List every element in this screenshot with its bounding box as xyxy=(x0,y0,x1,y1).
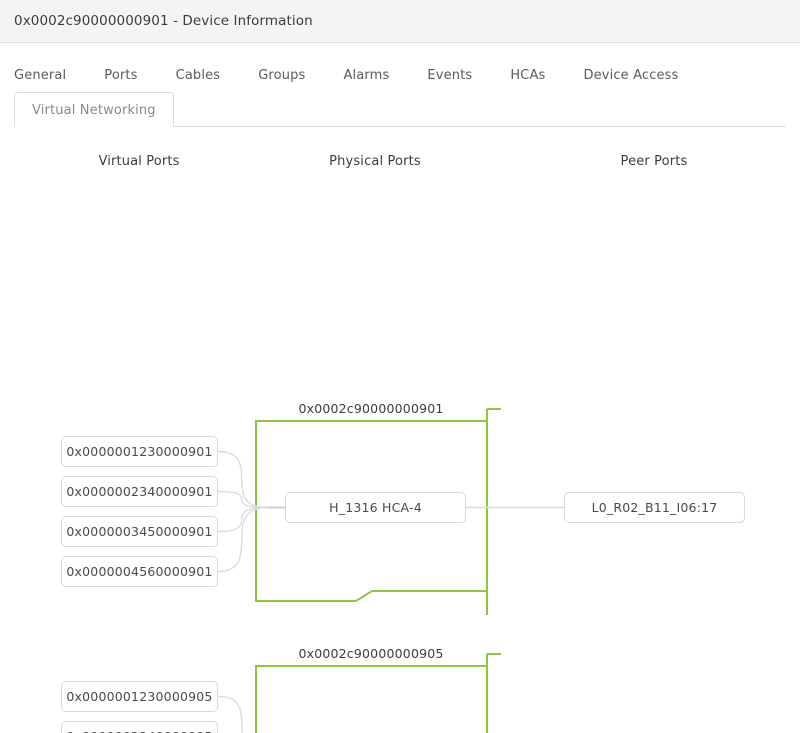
group-label: 0x0002c90000000905 xyxy=(298,646,444,661)
tab-device-access[interactable]: Device Access xyxy=(583,67,679,83)
physical-port-node[interactable]: H_1316 HCA-4 xyxy=(285,492,466,523)
tab-divider xyxy=(14,126,786,127)
tab-general[interactable]: General xyxy=(14,67,67,83)
edge-virtual-to-physical xyxy=(217,695,244,733)
secondary-tab-row: Virtual Networking xyxy=(14,92,174,127)
column-header-row: Virtual Ports Physical Ports Peer Ports xyxy=(0,134,800,174)
virtual-port-node[interactable]: 0x0000002340000905 xyxy=(61,721,218,733)
group-outline xyxy=(255,409,488,615)
diagram-edges xyxy=(217,408,564,733)
primary-tab-row: General Ports Cables Groups Alarms Events HCAs… xyxy=(14,60,678,90)
tab-groups[interactable]: Groups xyxy=(258,67,306,83)
tab-ports[interactable]: Ports xyxy=(104,67,138,83)
virtual-port-node[interactable]: 0x0000001230000905 xyxy=(61,681,218,712)
group-outline xyxy=(255,654,488,733)
tab-virtual-networking[interactable]: Virtual Networking xyxy=(14,92,174,127)
edge-virtual-to-physical xyxy=(217,506,268,573)
virtual-port-node[interactable]: 0x0000003450000901 xyxy=(61,516,218,547)
window-header: 0x0002c90000000901 - Device Information xyxy=(0,0,800,43)
edge-virtual-to-physical xyxy=(217,506,268,533)
page-title: 0x0002c90000000901 - Device Information xyxy=(14,13,313,29)
virtual-port-node[interactable]: 0x0000004560000901 xyxy=(61,556,218,587)
tab-strip: General Ports Cables Groups Alarms Events HCAs… xyxy=(0,44,800,134)
edge-virtual-to-physical xyxy=(217,450,268,509)
column-header-peer-ports: Peer Ports xyxy=(620,154,688,169)
virtual-port-node[interactable]: 0x0000002340000901 xyxy=(61,476,218,507)
tab-alarms[interactable]: Alarms xyxy=(343,67,390,83)
active-tab-underline-mask xyxy=(15,126,173,128)
edge-virtual-to-physical xyxy=(217,490,268,509)
tab-cables[interactable]: Cables xyxy=(175,67,221,83)
column-header-physical-ports: Physical Ports xyxy=(329,154,421,169)
peer-port-node[interactable]: L0_R02_B11_I06:17 xyxy=(564,492,745,523)
tab-events[interactable]: Events xyxy=(427,67,473,83)
column-header-virtual-ports: Virtual Ports xyxy=(98,154,180,169)
virtual-port-node[interactable]: 0x0000001230000901 xyxy=(61,436,218,467)
tab-hcas[interactable]: HCAs xyxy=(510,67,546,83)
virtual-networking-diagram: Virtual Ports Physical Ports Peer Ports 0x… xyxy=(0,134,800,733)
group-label: 0x0002c90000000901 xyxy=(298,401,444,416)
